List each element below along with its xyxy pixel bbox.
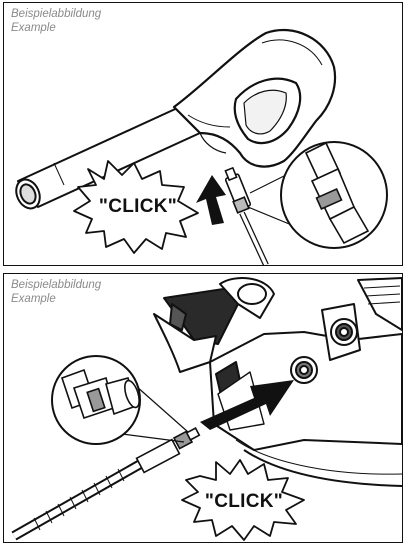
caption: Beispielabbildung Example (11, 7, 101, 35)
click-label: "CLICK" (205, 491, 283, 512)
machine-illustration: "CLICK" (11, 277, 402, 541)
click-burst: "CLICK" (181, 459, 305, 541)
hose-connector (224, 166, 269, 265)
spray-gun-handle (172, 28, 337, 168)
connector-zoom-callout (51, 355, 189, 445)
click-burst: "CLICK" (73, 160, 199, 254)
spray-gun-illustration: "CLICK" (15, 28, 388, 265)
caption: Beispielabbildung Example (11, 278, 101, 306)
caption-german: Beispielabbildung (11, 8, 102, 20)
insert-arrow (200, 380, 294, 430)
hose-connector (11, 427, 201, 541)
connector-zoom-callout (247, 141, 388, 249)
illustration-panel-machine: Beispielabbildung Example (3, 273, 403, 543)
illustration-panel-spray-gun: Beispielabbildung Example (3, 2, 403, 266)
insert-arrow (196, 175, 226, 225)
click-label: "CLICK" (99, 196, 177, 217)
pressure-washer-body (153, 277, 402, 487)
caption-english: Example (11, 293, 56, 305)
caption-german: Beispielabbildung (11, 279, 102, 291)
caption-english: Example (11, 22, 56, 34)
spray-gun-lance (15, 104, 201, 210)
